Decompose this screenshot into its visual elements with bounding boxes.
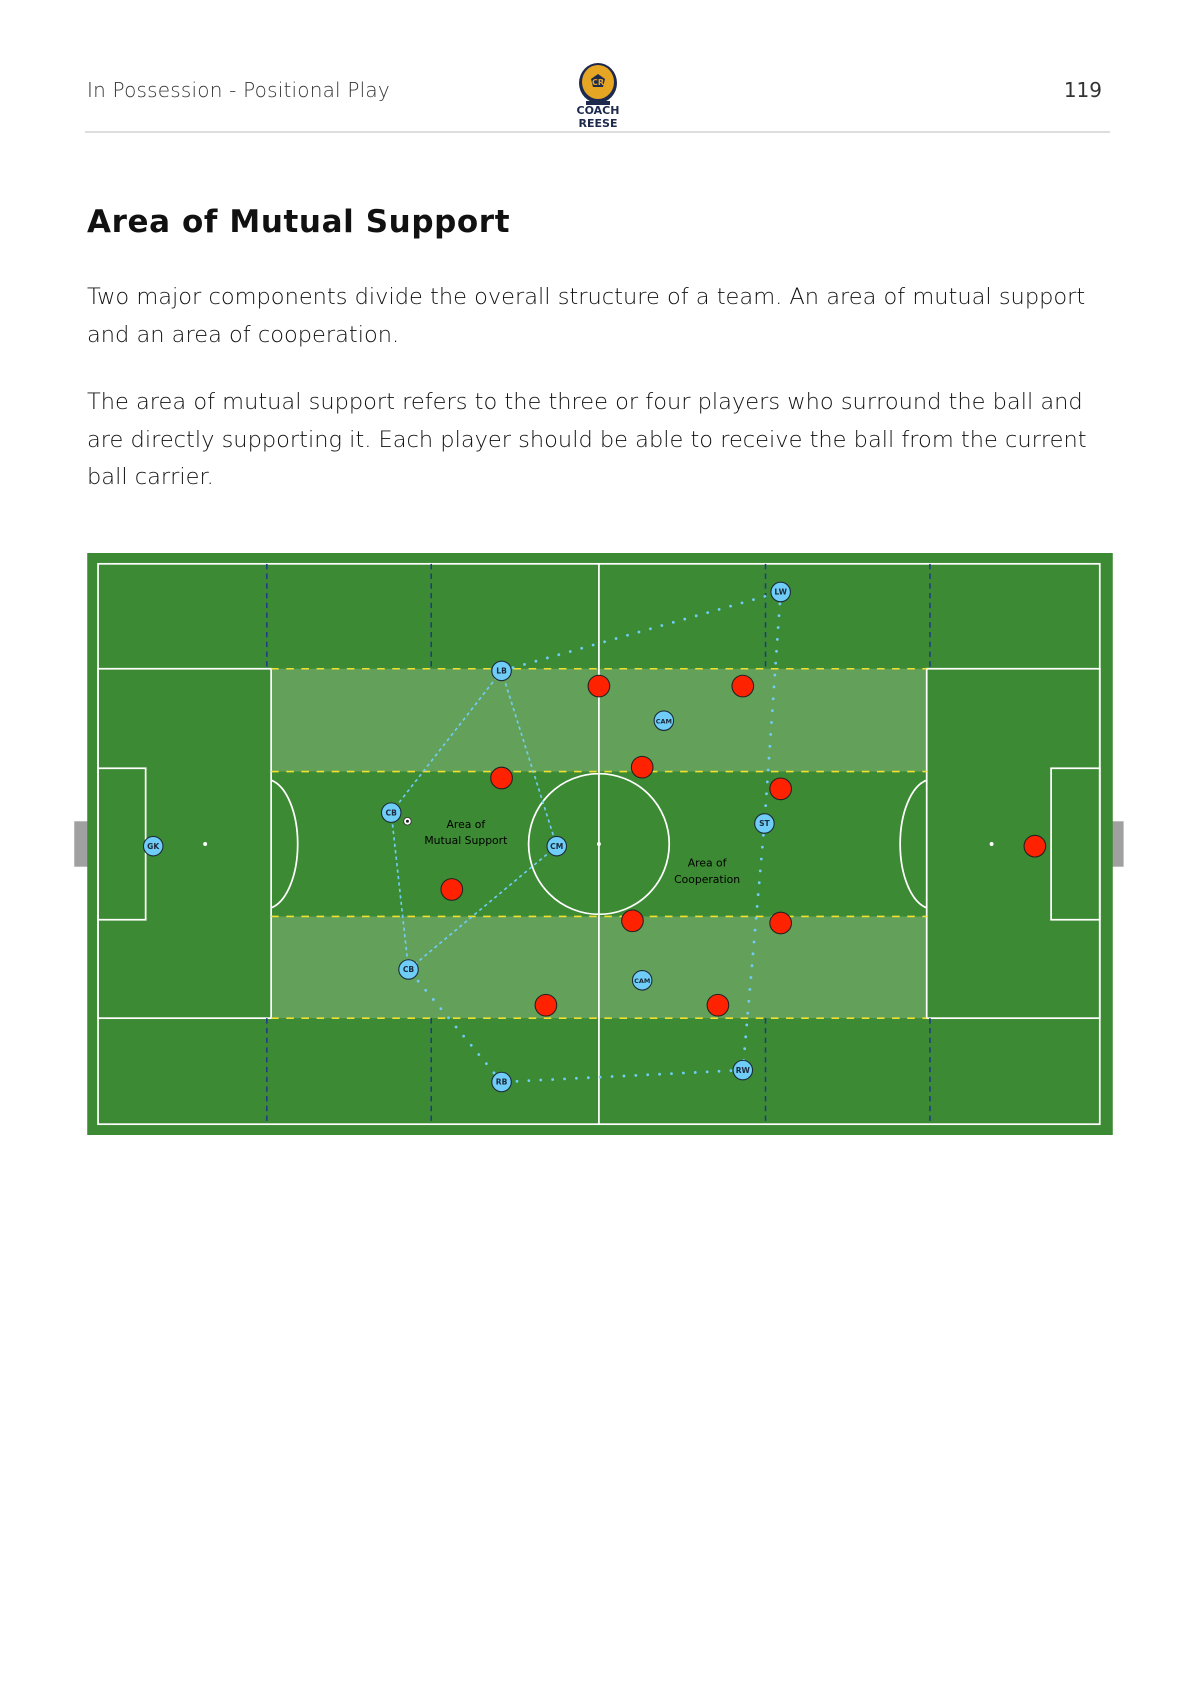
player-marker	[490, 1071, 512, 1093]
area-labels: Area of Mutual Support Area of Cooperati…	[424, 818, 740, 886]
mutual-label-1: Area of	[446, 818, 485, 831]
cooperation-link	[499, 1068, 744, 1084]
support-link	[500, 670, 558, 847]
team-player-cb: CB	[380, 802, 401, 823]
logo-initials: CR	[592, 78, 604, 87]
team-player-cb: CB	[397, 959, 419, 980]
player-marker	[769, 581, 791, 603]
cooperation-link	[499, 590, 782, 673]
right-penalty-arc	[898, 779, 927, 909]
player-label: CAM	[634, 977, 650, 985]
right-six-yard-box	[1049, 767, 1101, 921]
player-label: RB	[495, 1078, 507, 1087]
pitch	[73, 553, 1124, 1135]
opponent-player	[534, 993, 557, 1017]
header-divider	[85, 131, 1110, 133]
cooperation-label-1: Area of	[687, 857, 726, 870]
paragraph-2: The area of mutual support refers to the…	[87, 389, 1087, 490]
player-marker	[142, 835, 163, 857]
team-player-st: ST	[753, 813, 775, 834]
opponent-player	[439, 878, 463, 901]
opponent-player	[620, 909, 644, 933]
support-link	[390, 670, 502, 814]
players: LW LB CAM CB GK CM ST CB CAM RW RB	[142, 581, 1046, 1093]
team-player-lw: LW	[769, 581, 791, 603]
tactical-pitch-diagram: Area of Mutual Support Area of Cooperati…	[73, 553, 1124, 1135]
player-label: CAM	[655, 717, 671, 725]
spot	[989, 842, 994, 846]
opponent-player	[1023, 834, 1046, 858]
team-player-rb: RB	[490, 1071, 512, 1093]
team-player-gk: GK	[142, 835, 163, 857]
opponent-player	[630, 755, 654, 779]
left-penalty-arc	[270, 779, 299, 909]
ball-patch	[405, 819, 409, 823]
team-player-cam: CAM	[653, 710, 674, 731]
cooperation-link	[406, 968, 503, 1084]
player-label: LW	[774, 588, 787, 597]
coach-reese-logo: CR COACH REESE	[556, 62, 640, 130]
player-marker	[380, 802, 401, 823]
opponent-player	[587, 674, 610, 698]
spot	[202, 842, 207, 846]
ball-icon	[402, 817, 412, 826]
center-circle	[527, 772, 670, 916]
logo-ball-icon: CR	[579, 63, 617, 105]
player-marker	[653, 710, 674, 731]
team-player-cam: CAM	[631, 970, 652, 991]
team-player-cm: CM	[545, 835, 567, 857]
player-label: ST	[759, 819, 770, 828]
section-title: Area of Mutual Support	[87, 204, 511, 240]
cooperation-label-2: Cooperation	[674, 873, 740, 886]
page-number: 119	[1063, 78, 1102, 102]
player-marker	[545, 835, 567, 857]
player-label: CB	[402, 965, 414, 974]
team-player-rw: RW	[732, 1059, 753, 1081]
player-label: GK	[147, 842, 160, 851]
player-marker	[732, 1059, 753, 1081]
player-label: LB	[496, 667, 507, 676]
paragraph-1: Two major components divide the overall …	[87, 284, 1086, 348]
player-marker	[490, 660, 512, 682]
team-player-lb: LB	[490, 660, 512, 682]
player-label: CB	[385, 808, 397, 817]
spot	[596, 842, 601, 846]
player-label: RW	[735, 1066, 750, 1075]
support-link	[389, 812, 409, 970]
player-links	[389, 590, 782, 1084]
player-marker	[631, 970, 652, 991]
mutual-label-2: Mutual Support	[424, 834, 507, 847]
logo-name: COACH REESE	[576, 104, 620, 130]
opponent-player	[489, 766, 513, 790]
player-marker	[397, 959, 419, 980]
player-marker	[753, 813, 775, 834]
opponent-player	[730, 674, 754, 698]
opponent-player	[768, 911, 792, 935]
opponent-player	[768, 777, 792, 801]
running-header: In Possession - Positional Play	[87, 78, 390, 102]
player-label: CM	[550, 842, 563, 851]
opponent-player	[706, 993, 729, 1017]
